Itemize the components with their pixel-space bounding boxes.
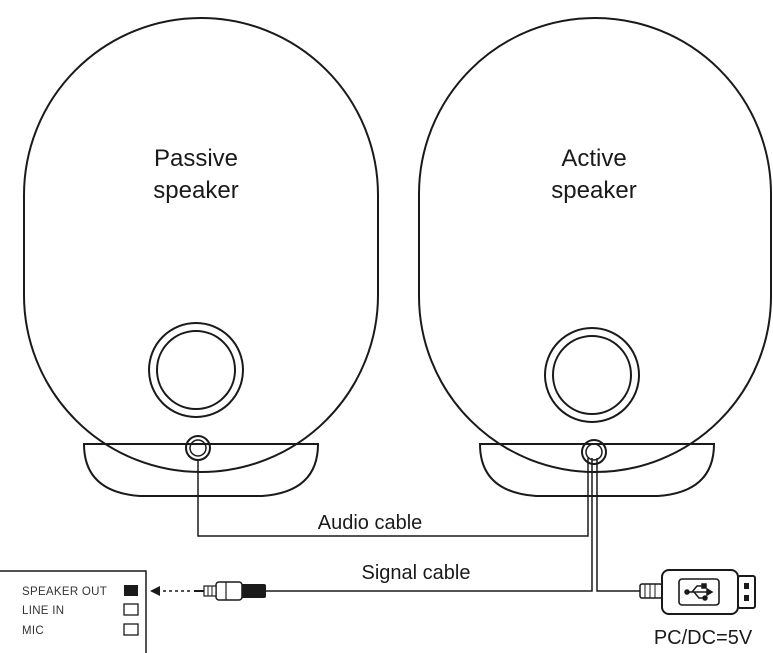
port-label-speaker-out: SPEAKER OUT (22, 586, 107, 598)
port-label-mic: MIC (22, 625, 44, 637)
passive-speaker-driver (148, 322, 244, 418)
port-label-line-in: LINE IN (22, 605, 64, 617)
passive-speaker-base (82, 443, 320, 497)
active-speaker-driver (544, 327, 640, 423)
active-speaker-base (478, 443, 716, 497)
active-speaker-body (418, 17, 772, 473)
passive-speaker-body (23, 17, 379, 473)
signal-cable-label: Signal cable (362, 562, 471, 584)
active-speaker-title: Active (561, 145, 626, 172)
port-speaker-out (124, 585, 138, 596)
usb-icon (684, 583, 714, 601)
active-speaker-output-jack (581, 439, 607, 465)
usb-icon-frame (678, 578, 720, 606)
pc-port-panel: SPEAKER OUT LINE IN MIC (0, 570, 147, 653)
audio-cable-label: Audio cable (318, 512, 423, 534)
passive-speaker-subtitle: speaker (153, 177, 238, 204)
passive-speaker: Passive speaker (23, 17, 379, 497)
pc-port-panel-frame (0, 570, 147, 653)
passive-speaker-title: Passive (154, 145, 238, 172)
audio-cable (197, 458, 589, 537)
passive-speaker-input-jack (185, 435, 211, 461)
signal-cable (266, 458, 593, 592)
power-cable (596, 458, 640, 592)
active-speaker: Active speaker (418, 17, 772, 497)
power-label: PC/DC=5V (654, 627, 753, 649)
arrow-left-icon (150, 586, 190, 596)
port-mic (123, 623, 139, 636)
usb-strain-relief (639, 583, 663, 599)
usb-plug (639, 569, 756, 615)
active-speaker-subtitle: speaker (551, 177, 636, 204)
usb-connector (737, 575, 756, 609)
port-line-in (123, 603, 139, 616)
audio-jack-icon (194, 581, 266, 601)
